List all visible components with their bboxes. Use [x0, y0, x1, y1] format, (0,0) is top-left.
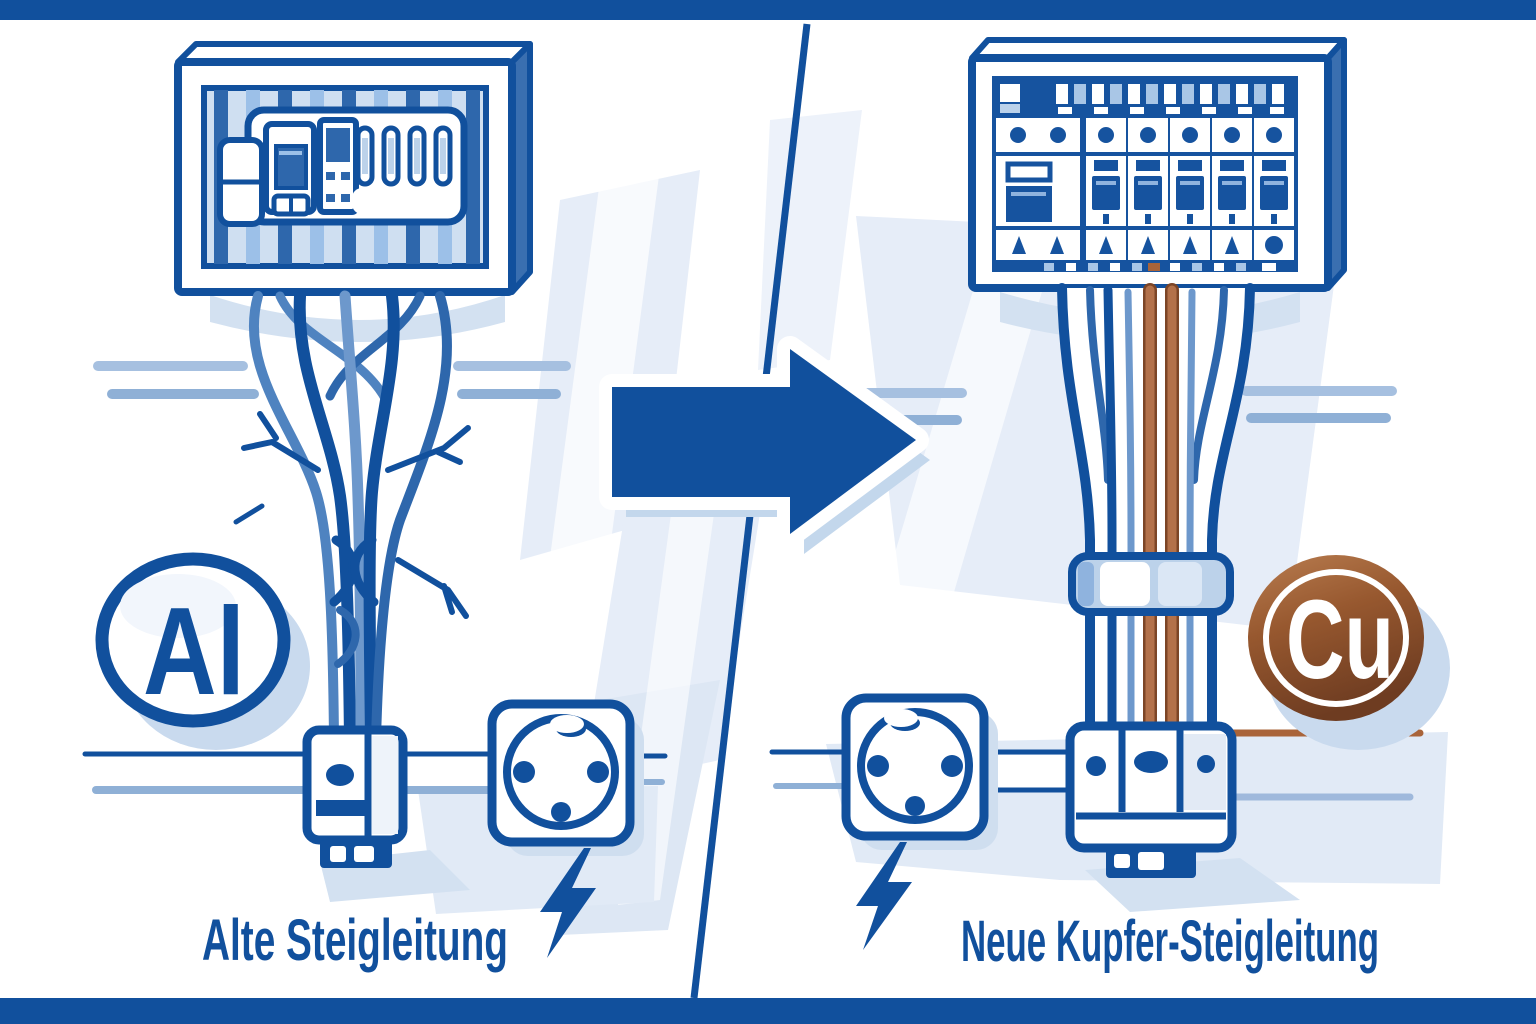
left-wall-socket-icon [487, 699, 644, 856]
tangled-aluminum-wires-icon [233, 290, 471, 746]
copper-badge-label: Cu [1286, 577, 1394, 702]
old-fuse-box-icon [174, 41, 533, 342]
modern-breaker-panel-icon [968, 37, 1347, 342]
cable-clamp-icon [1068, 552, 1234, 616]
left-scene: Al Alte Steigleitung [95, 41, 644, 973]
copper-badge-icon: Cu [1248, 555, 1450, 750]
motion-dashes-icon [93, 361, 1397, 425]
copper-riser-cable-icon [1057, 283, 1255, 743]
aluminum-badge-label: Al [143, 583, 245, 721]
right-caption: Neue Kupfer-Steigleitung [961, 909, 1379, 974]
left-lightning-bolt-icon [540, 848, 596, 958]
left-caption: Alte Steigleitung [202, 908, 508, 973]
right-wall-socket-icon [841, 693, 998, 850]
arrow-right-icon [599, 336, 930, 554]
top-border-bar [0, 0, 1536, 20]
right-junction-box-icon [1065, 721, 1300, 912]
bottom-border-bar [0, 998, 1536, 1024]
left-junction-box-icon [302, 725, 470, 902]
aluminum-badge-icon: Al [95, 552, 310, 750]
right-scene: Cu Neue Kupfer-Steigleitung [841, 37, 1450, 974]
right-lightning-bolt-icon [856, 842, 912, 950]
